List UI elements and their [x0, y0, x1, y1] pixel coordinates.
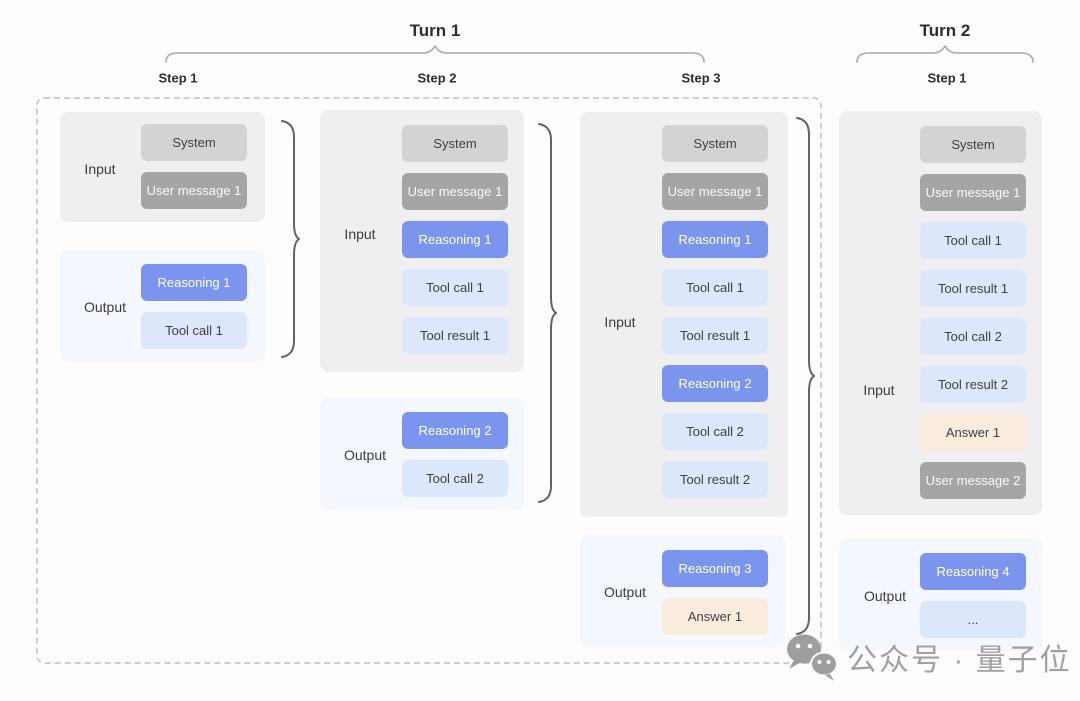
turn2-span-brace-icon [856, 45, 1034, 63]
turn1-step1-output-panel: Output Reasoning 1 Tool call 1 [60, 250, 265, 362]
chip-user-message-1: User message 1 [141, 172, 247, 209]
chip-system: System [662, 125, 768, 162]
turn1-step3-input-panel: Input System User message 1 Reasoning 1 … [580, 112, 788, 517]
chip-tool-call-1: Tool call 1 [141, 312, 247, 349]
chip-reasoning-1: Reasoning 1 [402, 221, 508, 258]
watermark: 公众号 · 量子位 [783, 632, 1072, 682]
turn2-title: Turn 2 [919, 21, 971, 40]
turn1-step1-label: Step 1 [158, 70, 198, 86]
turn2-step1-label: Step 1 [927, 70, 967, 86]
chip-user-message-1: User message 1 [920, 174, 1026, 211]
wechat-icon [787, 634, 838, 681]
chip-reasoning-4: Reasoning 4 [920, 553, 1026, 590]
turn1-dashed-frame [36, 97, 822, 664]
chip-tool-call-1: Tool call 1 [662, 269, 768, 306]
input-label: Input [604, 314, 636, 330]
turn1-step2-label: Step 2 [417, 70, 457, 86]
chip-reasoning-1: Reasoning 1 [141, 264, 247, 301]
chip-tool-result-1: Tool result 1 [402, 317, 508, 354]
chip-tool-call-1: Tool call 1 [402, 269, 508, 306]
turn1-span-brace-icon [165, 45, 705, 63]
step1-to-step2-brace-icon [281, 120, 300, 358]
chip-tool-result-1: Tool result 1 [920, 270, 1026, 307]
chip-user-message-1: User message 1 [402, 173, 508, 210]
watermark-text: 公众号 · 量子位 [847, 644, 1072, 677]
step3-to-turn2-brace-icon [796, 117, 815, 635]
turn2-step1-output-panel: Output Reasoning 4 ... [839, 539, 1043, 651]
turn1-step2-input-panel: Input System User message 1 Reasoning 1 … [320, 110, 524, 372]
chip-tool-result-2: Tool result 2 [662, 461, 768, 498]
output-label: Output [343, 447, 387, 463]
chip-system: System [141, 124, 247, 161]
input-label: Input [863, 382, 895, 398]
turn2-step1-input-panel: Input System User message 1 Tool call 1 … [839, 111, 1042, 515]
chip-tool-call-2: Tool call 2 [662, 413, 768, 450]
chip-reasoning-1: Reasoning 1 [662, 221, 768, 258]
chip-tool-call-1: Tool call 1 [920, 222, 1026, 259]
chip-ellipsis: ... [920, 601, 1026, 638]
chip-system: System [402, 125, 508, 162]
chip-tool-call-2: Tool call 2 [920, 318, 1026, 355]
input-label: Input [344, 226, 376, 242]
output-label: Output [863, 588, 907, 604]
chip-tool-result-2: Tool result 2 [920, 366, 1026, 403]
turn1-step1-input-panel: Input System User message 1 [60, 112, 265, 222]
chip-tool-call-2: Tool call 2 [402, 460, 508, 497]
chip-user-message-2: User message 2 [920, 462, 1026, 499]
chip-user-message-1: User message 1 [662, 173, 768, 210]
chip-answer-1: Answer 1 [662, 598, 768, 635]
turn1-step2-output-panel: Output Reasoning 2 Tool call 2 [320, 397, 524, 510]
turn1-step3-label: Step 3 [681, 70, 721, 86]
chip-answer-1: Answer 1 [920, 414, 1026, 451]
step2-to-step3-brace-icon [538, 123, 557, 503]
turn1-step3-output-panel: Output Reasoning 3 Answer 1 [580, 535, 785, 647]
input-label: Input [84, 161, 116, 177]
chip-system: System [920, 126, 1026, 163]
chip-reasoning-3: Reasoning 3 [662, 550, 768, 587]
chip-reasoning-2: Reasoning 2 [662, 365, 768, 402]
turn1-title: Turn 1 [409, 21, 461, 40]
chip-reasoning-2: Reasoning 2 [402, 412, 508, 449]
output-label: Output [603, 584, 647, 600]
chip-tool-result-1: Tool result 1 [662, 317, 768, 354]
output-label: Output [83, 299, 127, 315]
